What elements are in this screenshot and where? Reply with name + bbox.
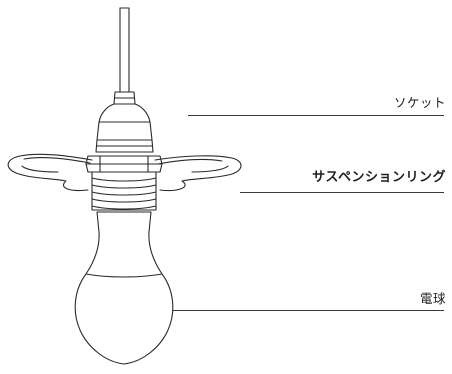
bulb-label: 電球 <box>419 291 446 306</box>
socket-body <box>95 103 154 153</box>
ring-nut <box>85 155 163 173</box>
socket-thread <box>91 171 157 211</box>
cord <box>119 7 130 93</box>
bulb <box>74 211 174 365</box>
suspension-ring <box>7 153 242 192</box>
suspension-ring-label: サスペンションリング <box>312 170 446 185</box>
socket-leader-line <box>188 115 444 116</box>
suspension-ring-leader-line <box>240 192 444 193</box>
socket-label: ソケット <box>393 95 446 110</box>
bulb-leader-line <box>172 310 444 311</box>
cord-collar <box>113 91 136 105</box>
